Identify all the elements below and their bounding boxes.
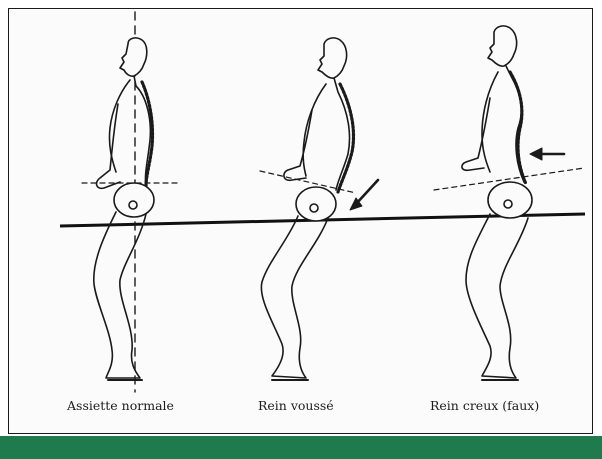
caption-hollow-back: Rein creux (faux): [430, 398, 539, 413]
figure-normal-posture: [82, 12, 180, 392]
figure-hollow-back: [434, 26, 584, 380]
bottom-color-bar: [0, 436, 602, 459]
caption-rounded-back: Rein voussé: [258, 398, 334, 413]
figure-rounded-back: [260, 38, 378, 380]
arrow-rounded-back: [356, 180, 378, 204]
caption-normal-posture: Assiette normale: [67, 398, 174, 413]
